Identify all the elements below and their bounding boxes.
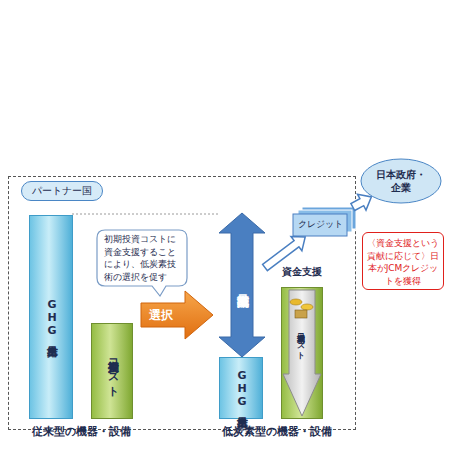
partner-country-region: パートナー国GHG排出量初期投資コスト初期投資コストに資金支援することにより、低… (8, 176, 356, 430)
funded-cost-bar: 資金支援初期投資コスト (271, 263, 333, 419)
flow-arrow (263, 237, 306, 271)
bar-heading: 資金支援 (271, 265, 333, 279)
down-arrow (283, 290, 321, 416)
ellipse-outline (361, 159, 441, 203)
card-label: クレジット (293, 218, 347, 231)
shape-outline (219, 213, 265, 357)
arrow-shape (219, 213, 265, 357)
arrow-label: 選択 (149, 307, 173, 324)
region-heading: パートナー国 (21, 181, 103, 201)
callout-outline (97, 230, 187, 296)
dotted-guide (72, 214, 218, 215)
bar-label: 初期投資コスト (105, 352, 120, 391)
money-bag (295, 310, 307, 318)
coin-symbol (301, 304, 313, 310)
callout-text: 初期投資コストに資金支援することにより、低炭素技術の選択を促す (96, 229, 188, 287)
reduction-double-arrow: 排出削減量 (219, 213, 265, 357)
flow-arrow (351, 194, 372, 210)
note-text: 〈資金支援という貢献に応じて〉日本がJCMクレジットを獲得 (363, 233, 443, 291)
actor-ellipse: 日本政府・企業 (360, 158, 442, 204)
shape-outline (360, 158, 442, 204)
callout-box: 初期投資コストに資金支援することにより、低炭素技術の選択を促す (96, 229, 188, 287)
coin-symbol (290, 299, 302, 305)
equipment-label: 従来型の機器・設備 (32, 424, 131, 439)
arrow-shape (141, 291, 213, 339)
bar-label: GHG排出量 (234, 369, 249, 408)
note-box: 〈資金支援という貢献に応じて〉日本がJCMクレジットを獲得 (362, 232, 444, 290)
bar-label: GHG排出量 (44, 298, 59, 337)
cost-bar: 初期投資コスト (281, 287, 323, 419)
emission-bar: GHG排出量 (219, 357, 263, 419)
choice-arrow: 選択 (141, 291, 213, 339)
card-shape (293, 214, 347, 236)
equipment-label: 低炭素型の機器・設備 (222, 424, 332, 439)
cost-bar: 初期投資コスト (91, 323, 133, 419)
bar-label: 初期投資コスト (294, 328, 305, 355)
credit-cards: クレジット (293, 207, 357, 237)
actor-label: 日本政府・企業 (375, 168, 427, 194)
emission-bar: GHG排出量 (29, 215, 73, 419)
